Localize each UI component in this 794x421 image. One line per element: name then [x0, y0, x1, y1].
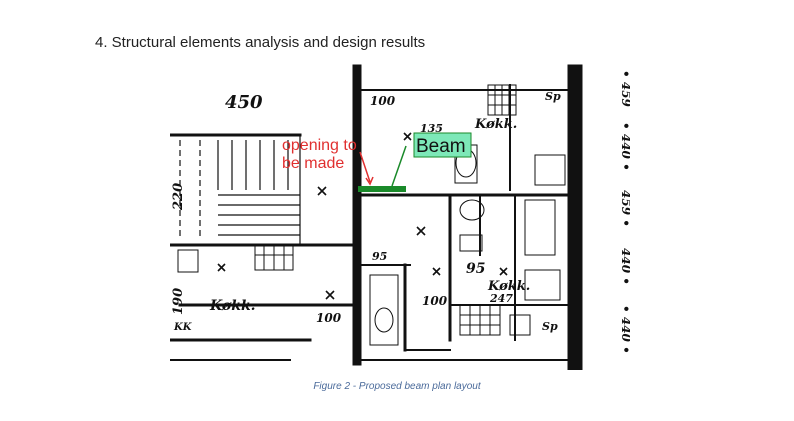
label-room-100-center: 100: [422, 294, 448, 308]
label-sp-top: Sp: [545, 90, 561, 103]
label-dim-190: 190: [171, 288, 186, 315]
label-area-135: 135: [420, 122, 443, 135]
label-room-100-left: 100: [316, 311, 342, 325]
label-dim-right-3: 459 •: [619, 190, 630, 227]
fixtures: [177, 84, 566, 346]
central-wall: [352, 64, 362, 366]
label-kitchen-left: Køkk.: [209, 298, 256, 314]
label-area-95-small: 95: [372, 250, 387, 263]
opening-annotation-line-2: be made: [282, 155, 344, 172]
floor-plan: 450 100 135 Køkk. Sp 220 190 Køkk. 100 1…: [170, 64, 630, 370]
beam-label-box: [413, 132, 472, 158]
label-room-100-top: 100: [370, 94, 396, 108]
staircase: [179, 135, 301, 245]
label-dim-right-5: • 440 •: [619, 305, 630, 354]
opening-annotation-line-1: opening to: [282, 137, 357, 154]
opening-arrow: [359, 151, 371, 183]
label-dim-right-2: • 440 •: [619, 122, 630, 171]
label-kitchen-right: Køkk.: [487, 279, 530, 294]
label-area-450: 450: [225, 92, 263, 113]
label-kk-left: KK: [173, 322, 193, 333]
cross-markers: [217, 132, 508, 300]
label-kitchen-top: Køkk.: [474, 117, 517, 132]
figure-caption: Figure 2 - Proposed beam plan layout: [313, 381, 481, 392]
label-area-95: 95: [466, 261, 485, 277]
beam-line: [358, 186, 406, 192]
label-sp-bottom: Sp: [542, 320, 558, 333]
label-dim-220: 220: [171, 183, 186, 211]
beam-label: Beam: [416, 136, 466, 157]
section-heading: 4. Structural elements analysis and desi…: [95, 34, 426, 51]
label-area-247: 247: [489, 292, 513, 305]
beam-leader: [391, 145, 407, 187]
label-dim-right-4: 440 •: [619, 248, 630, 285]
label-dim-right-1: • 459: [619, 70, 630, 108]
right-thick-wall: [567, 64, 583, 370]
